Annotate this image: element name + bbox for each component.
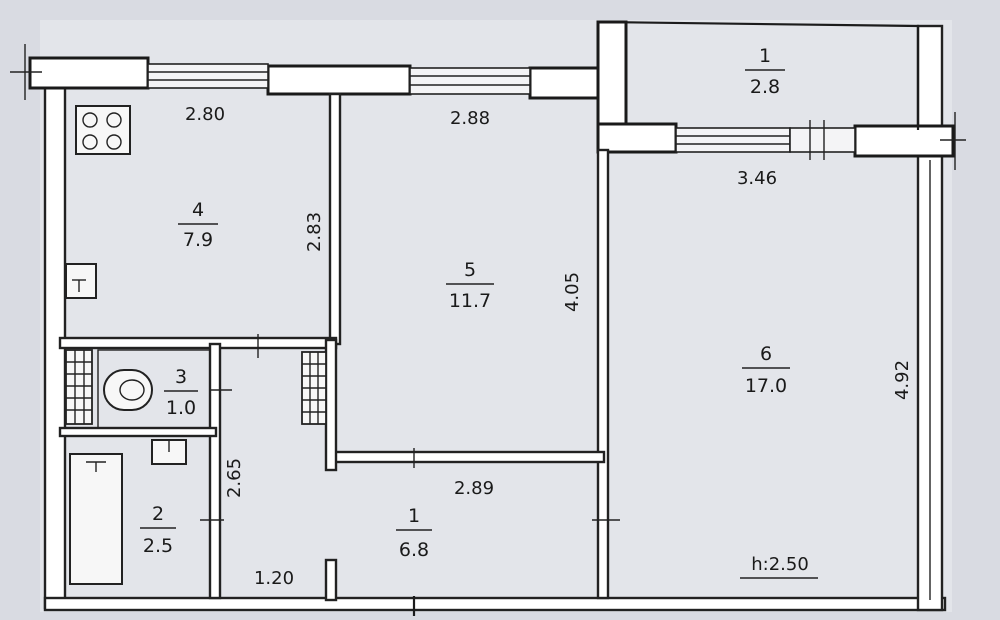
room-wc-label: 3 1.0 [164, 366, 198, 419]
dimension-labels: 2.80 2.88 3.46 2.83 4.05 4.92 2.65 2.89 … [185, 104, 913, 589]
room-area: 6.8 [399, 539, 429, 561]
room-number: 6 [760, 343, 772, 365]
radiator-icon [65, 349, 93, 425]
ceiling-height: h:2.50 [751, 554, 809, 575]
hall-depth-dim: 2.65 [224, 458, 245, 498]
room6-depth-dim: 4.92 [892, 360, 913, 400]
room-number: 1 [408, 505, 420, 527]
room5-width-dim: 2.88 [450, 108, 490, 129]
room-area: 17.0 [745, 375, 787, 397]
room-hall-label: 1 6.8 [396, 505, 432, 561]
room-number: 5 [464, 259, 476, 281]
kitchen-depth-dim: 2.83 [304, 212, 325, 252]
room-number: 4 [192, 199, 204, 221]
drawing-area [40, 20, 952, 612]
toilet-icon [103, 369, 153, 411]
room-area: 1.0 [166, 397, 196, 419]
room-area: 11.7 [449, 290, 491, 312]
sink-icon [65, 263, 97, 299]
room-number: 3 [175, 366, 187, 388]
room6-width-dim: 3.46 [737, 168, 777, 189]
room-number: 1 [759, 45, 771, 67]
windows [147, 63, 856, 160]
room-area: 7.9 [183, 229, 213, 251]
corridor-width-dim: 2.89 [454, 478, 494, 499]
room-labels: 1 2.8 4 7.9 5 11.7 6 17.0 3 1.0 2 2.5 [140, 45, 790, 561]
fixtures [65, 105, 327, 585]
room-area: 2.5 [143, 535, 173, 557]
room-bath-label: 2 2.5 [140, 503, 176, 557]
room-area: 2.8 [750, 76, 780, 98]
room-6-label: 6 17.0 [742, 343, 790, 397]
room-balcony-label: 1 2.8 [745, 45, 785, 98]
room-number: 2 [152, 503, 164, 525]
room5-depth-dim: 4.05 [562, 272, 583, 312]
room-5-label: 5 11.7 [446, 259, 494, 312]
room-kitchen-label: 4 7.9 [178, 199, 218, 251]
interior-walls [58, 92, 610, 602]
entry-width-dim: 1.20 [254, 568, 294, 589]
door-ticks [200, 334, 620, 616]
kitchen-width-dim: 2.80 [185, 104, 225, 125]
bathtub-icon [69, 453, 123, 585]
